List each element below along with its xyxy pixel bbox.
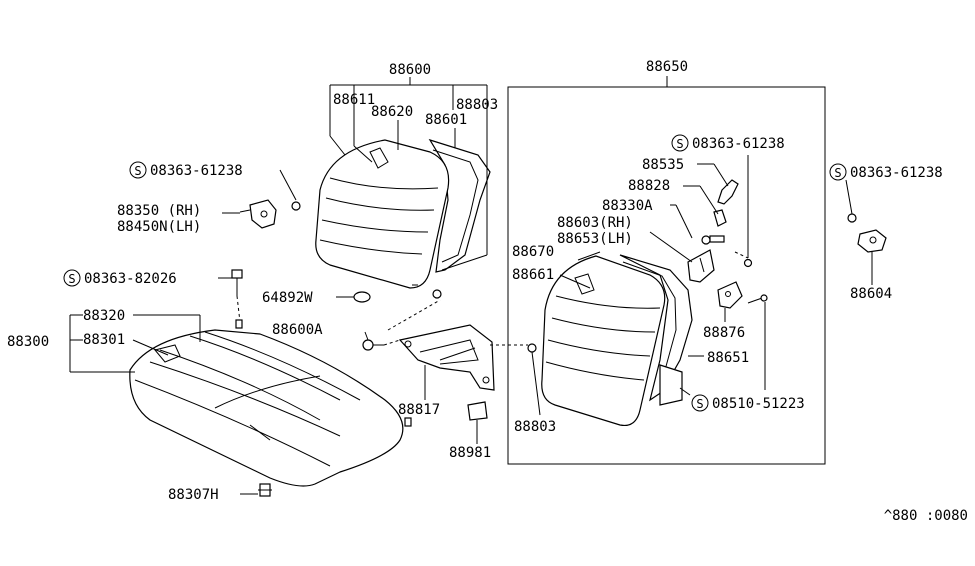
svg-text:S: S <box>68 272 75 286</box>
label-88670: 88670 <box>512 244 554 260</box>
label-88320: 88320 <box>83 308 125 324</box>
svg-text:S: S <box>696 397 703 411</box>
label-88661: 88661 <box>512 267 554 283</box>
screw-symbol-icon <box>671 134 689 152</box>
label-88803-left: 88803 <box>456 97 498 113</box>
label-64892w: 64892W <box>262 290 313 306</box>
plug-64892w-drawing <box>353 291 371 303</box>
screw-symbol-icon <box>129 161 147 179</box>
callout-08363-61238-right: S 08363-61238 <box>829 163 943 181</box>
label-88604: 88604 <box>850 286 892 302</box>
screw-symbol-icon <box>829 163 847 181</box>
bolt-88600a-drawing <box>362 339 384 351</box>
label-88981: 88981 <box>449 445 491 461</box>
label-88330a: 88330A <box>602 198 653 214</box>
pad-88981-drawing <box>467 401 488 421</box>
label-88653: 88653(LH) <box>557 231 633 247</box>
label-88600: 88600 <box>389 62 431 78</box>
seat-back-right-drawing <box>527 254 693 427</box>
label-88651: 88651 <box>707 350 749 366</box>
screw-symbol-icon <box>691 394 709 412</box>
hinge-88350-drawing <box>239 169 301 229</box>
label-88300: 88300 <box>7 334 49 350</box>
seat-cushion-drawing <box>129 319 412 487</box>
clip-88307h-drawing <box>258 483 272 497</box>
label-88307h: 88307H <box>168 487 219 503</box>
hinge-88604-drawing <box>847 213 887 253</box>
label-08363-61238-left: 08363-61238 <box>150 163 243 179</box>
label-88611: 88611 <box>333 92 375 108</box>
label-88803-right: 88803 <box>514 419 556 435</box>
label-88650: 88650 <box>646 59 688 75</box>
svg-text:S: S <box>134 164 141 178</box>
clip-88828-drawing <box>713 209 727 227</box>
label-88450n: 88450N(LH) <box>117 219 201 235</box>
label-88603: 88603(RH) <box>557 215 633 231</box>
bolt-08363-82026-drawing <box>231 269 243 323</box>
striker-88330a-drawing <box>701 235 725 245</box>
svg-text:S: S <box>834 166 841 180</box>
label-88620: 88620 <box>371 104 413 120</box>
label-88876: 88876 <box>703 325 745 341</box>
diagram-code: ^880 :0080 <box>884 508 968 524</box>
label-88350: 88350 (RH) <box>117 203 201 219</box>
rod-88535-drawing <box>717 179 739 205</box>
bracket-88817-drawing <box>398 324 495 391</box>
svg-text:S: S <box>676 137 683 151</box>
screw-08363-61238-mid-drawing <box>743 258 753 268</box>
label-08363-61238-mid: 08363-61238 <box>692 136 785 152</box>
label-88817: 88817 <box>398 402 440 418</box>
label-88301: 88301 <box>83 332 125 348</box>
callout-08363-61238-left: S 08363-61238 <box>129 161 243 179</box>
label-08363-82026: 08363-82026 <box>84 271 177 287</box>
label-88600a: 88600A <box>272 322 323 338</box>
screw-symbol-icon <box>63 269 81 287</box>
label-88535: 88535 <box>642 157 684 173</box>
seat-back-left-drawing <box>315 138 491 299</box>
lock-88603-drawing <box>687 249 715 283</box>
label-88601: 88601 <box>425 112 467 128</box>
callout-08363-82026: S 08363-82026 <box>63 269 177 287</box>
label-08363-61238-right: 08363-61238 <box>850 165 943 181</box>
label-08510-51223: 08510-51223 <box>712 396 805 412</box>
label-88828: 88828 <box>628 178 670 194</box>
callout-08510-51223: S 08510-51223 <box>691 394 805 412</box>
callout-08363-61238-mid: S 08363-61238 <box>671 134 785 152</box>
screw-08510-51223-drawing <box>760 294 768 302</box>
bracket-88876-drawing <box>717 281 743 309</box>
